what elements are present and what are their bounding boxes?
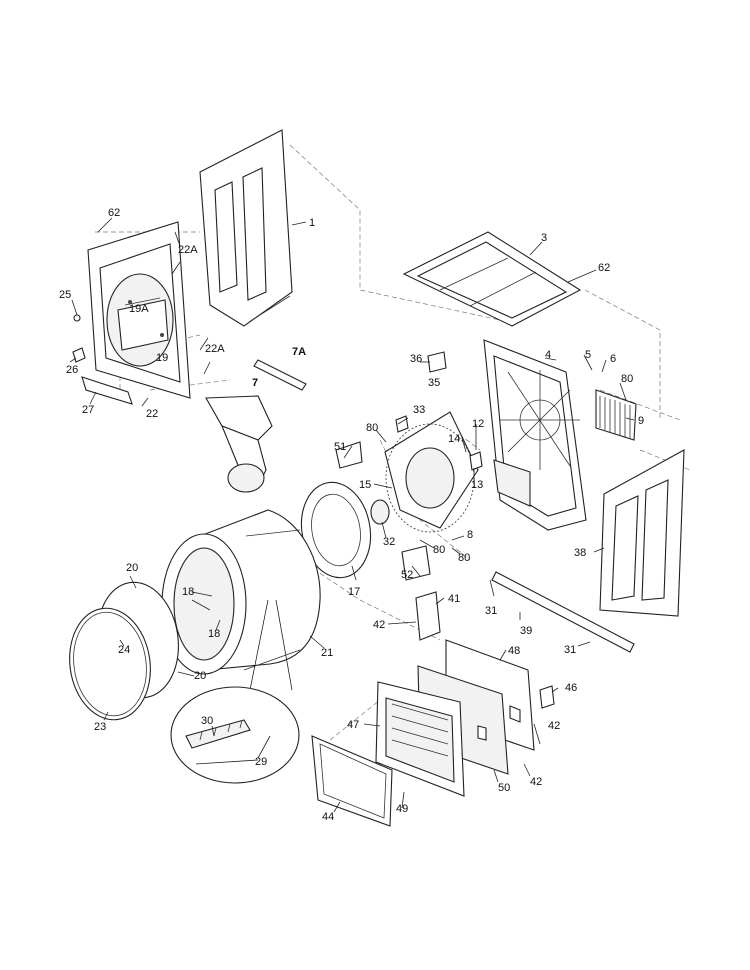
label-1: 1 (309, 217, 315, 229)
label-30: 30 (201, 715, 213, 727)
label-15: 15 (359, 479, 371, 491)
label-80: 80 (621, 373, 633, 385)
label-38: 38 (574, 547, 586, 559)
label-3: 3 (541, 232, 547, 244)
label-18: 18 (182, 586, 194, 598)
label-22A: 22A (205, 343, 225, 355)
vent-grille-9 (595, 389, 637, 441)
label-31: 31 (485, 605, 497, 617)
drum-21 (161, 509, 321, 675)
label-9: 9 (638, 415, 644, 427)
label-42: 42 (530, 776, 542, 788)
label-42: 42 (373, 619, 385, 631)
label-25: 25 (59, 289, 71, 301)
label-8: 8 (467, 529, 473, 541)
label-27: 27 (82, 404, 94, 416)
label-24: 24 (118, 644, 130, 656)
label-26: 26 (66, 364, 78, 376)
label-42: 42 (548, 720, 560, 732)
label-4: 4 (545, 349, 551, 361)
label-52: 52 (401, 569, 413, 581)
label-31: 31 (564, 644, 576, 656)
side-panel-1 (199, 129, 293, 327)
front-bulkhead-15 (384, 411, 479, 533)
label-51: 51 (334, 441, 346, 453)
label-7A: 7A (292, 346, 306, 358)
bracket-41 (415, 591, 441, 641)
label-33: 33 (413, 404, 425, 416)
label-35: 35 (428, 377, 440, 389)
label-44: 44 (322, 811, 334, 823)
label-32: 32 (383, 536, 395, 548)
side-panel-38 (599, 449, 685, 617)
label-50: 50 (498, 782, 510, 794)
label-7: 7 (252, 377, 258, 389)
label-22A: 22A (178, 244, 198, 256)
label-21: 21 (321, 647, 333, 659)
label-47: 47 (347, 719, 359, 731)
label-80: 80 (366, 422, 378, 434)
top-panel-3 (402, 231, 582, 327)
label-80: 80 (433, 544, 445, 556)
air-duct-7 (205, 395, 273, 493)
vent-bar-7A (253, 359, 307, 391)
detail-callout (170, 599, 300, 784)
label-48: 48 (508, 645, 520, 657)
base-rail-39 (491, 571, 635, 653)
leader-lines (69, 217, 635, 813)
block-46 (539, 685, 555, 709)
label-19: 19 (156, 352, 168, 364)
label-36: 36 (410, 353, 422, 365)
gasket-44 (311, 735, 393, 827)
label-23: 23 (94, 721, 106, 733)
seal-ring-17 (300, 481, 372, 579)
part-labels: 1 3 62 62 22A 22A 25 19A 19 26 27 22 7A … (59, 207, 644, 823)
label-22: 22 (146, 408, 158, 420)
label-29: 29 (255, 756, 267, 768)
front-frame-22 (87, 221, 191, 399)
label-20: 20 (126, 562, 138, 574)
label-62: 62 (108, 207, 120, 219)
rear-bulkhead-4 (483, 339, 587, 531)
label-39: 39 (520, 625, 532, 637)
label-19A: 19A (129, 303, 149, 315)
label-5: 5 (585, 349, 591, 361)
label-62: 62 (598, 262, 610, 274)
heater-box-47 (375, 681, 465, 797)
label-14: 14 (448, 433, 460, 445)
label-6: 6 (610, 353, 616, 365)
label-20: 20 (194, 670, 206, 682)
label-12: 12 (472, 418, 484, 430)
label-80: 80 (458, 552, 470, 564)
label-18: 18 (208, 628, 220, 640)
rings-20-23-24 (69, 581, 179, 721)
label-49: 49 (396, 803, 408, 815)
label-41: 41 (448, 593, 460, 605)
label-13: 13 (471, 479, 483, 491)
small-parts-bulkhead (335, 351, 483, 581)
label-46: 46 (565, 682, 577, 694)
label-17: 17 (348, 586, 360, 598)
